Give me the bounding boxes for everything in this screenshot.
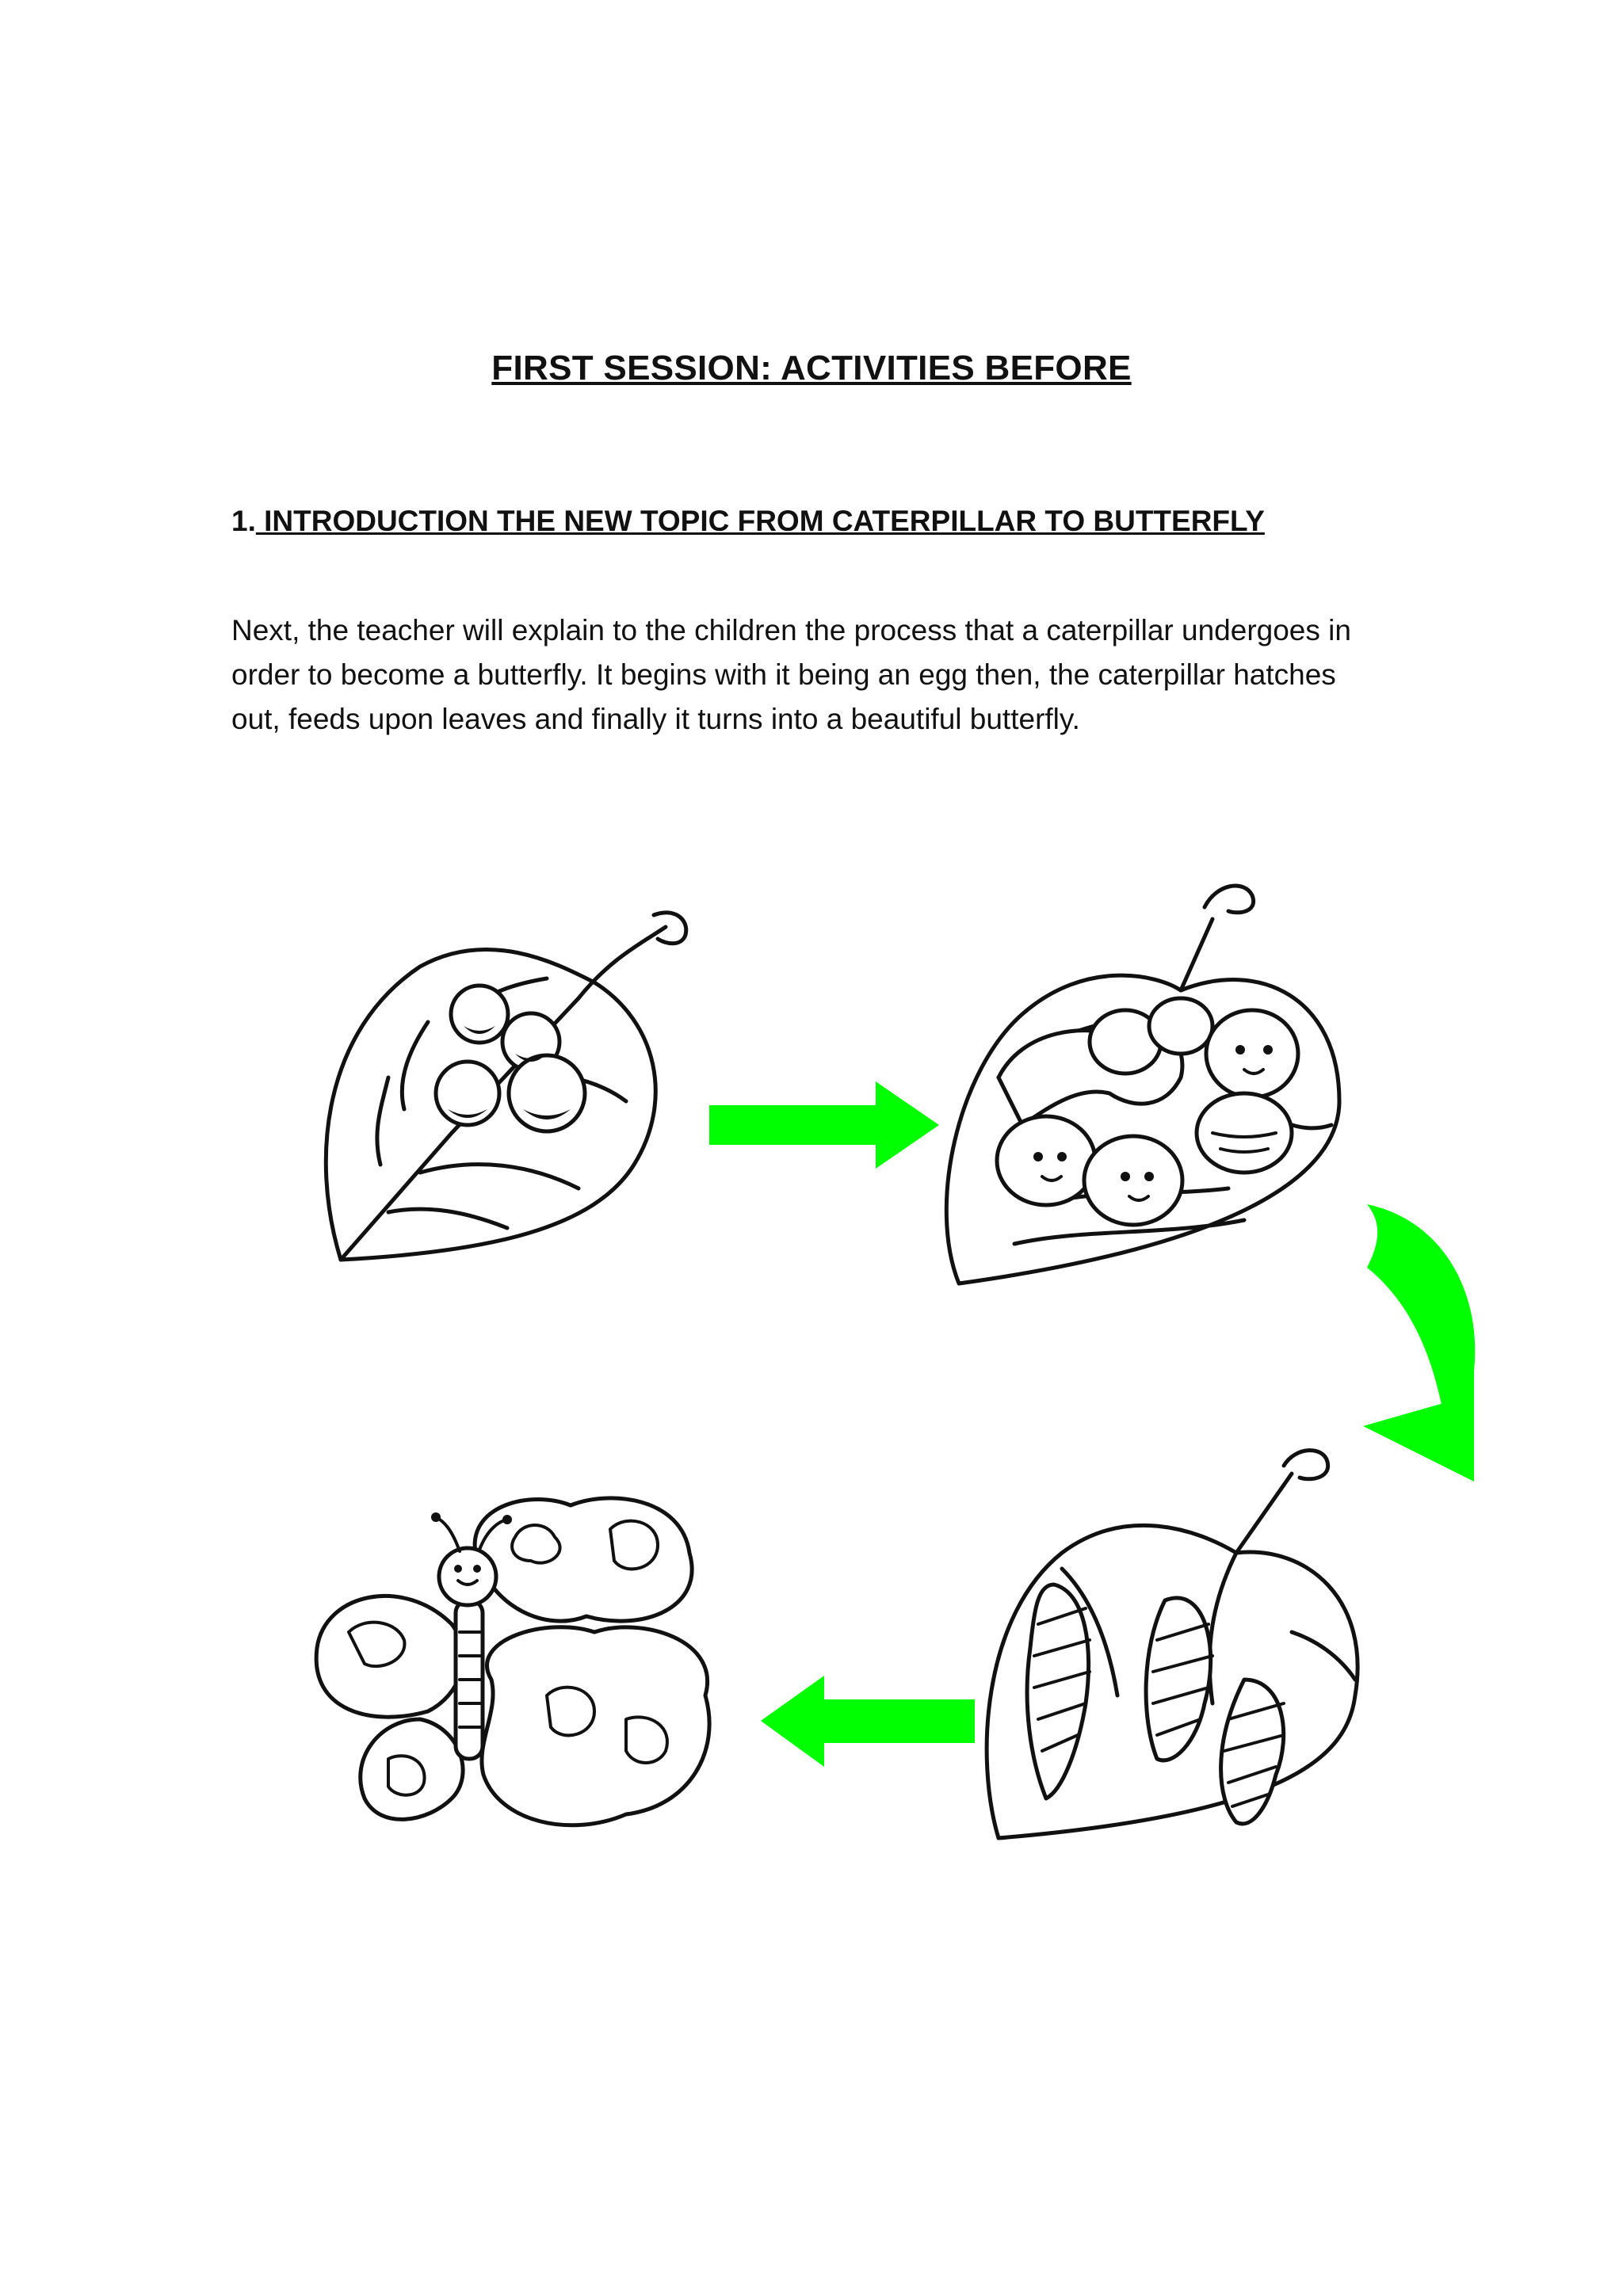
section-number: 1. — [231, 505, 256, 537]
arrow-curved-down-icon — [1355, 1196, 1490, 1482]
page-title: FIRST SESSION: ACTIVITIES BEFORE — [491, 349, 1132, 387]
section-title: INTRODUCTION THE NEW TOPIC FROM CATERPIL… — [255, 505, 1265, 537]
caterpillars-on-leaf-icon — [927, 871, 1355, 1299]
butterfly-icon — [309, 1489, 769, 1846]
arrow-right-icon — [709, 1081, 939, 1169]
intro-paragraph: Next, the teacher will explain to the ch… — [231, 614, 1351, 735]
cocoons-on-leaf-icon — [975, 1442, 1387, 1854]
eggs-on-leaf-icon — [293, 895, 705, 1276]
arrow-left-icon — [761, 1676, 975, 1767]
section-heading: 1. INTRODUCTION THE NEW TOPIC FROM CATER… — [231, 499, 1420, 543]
